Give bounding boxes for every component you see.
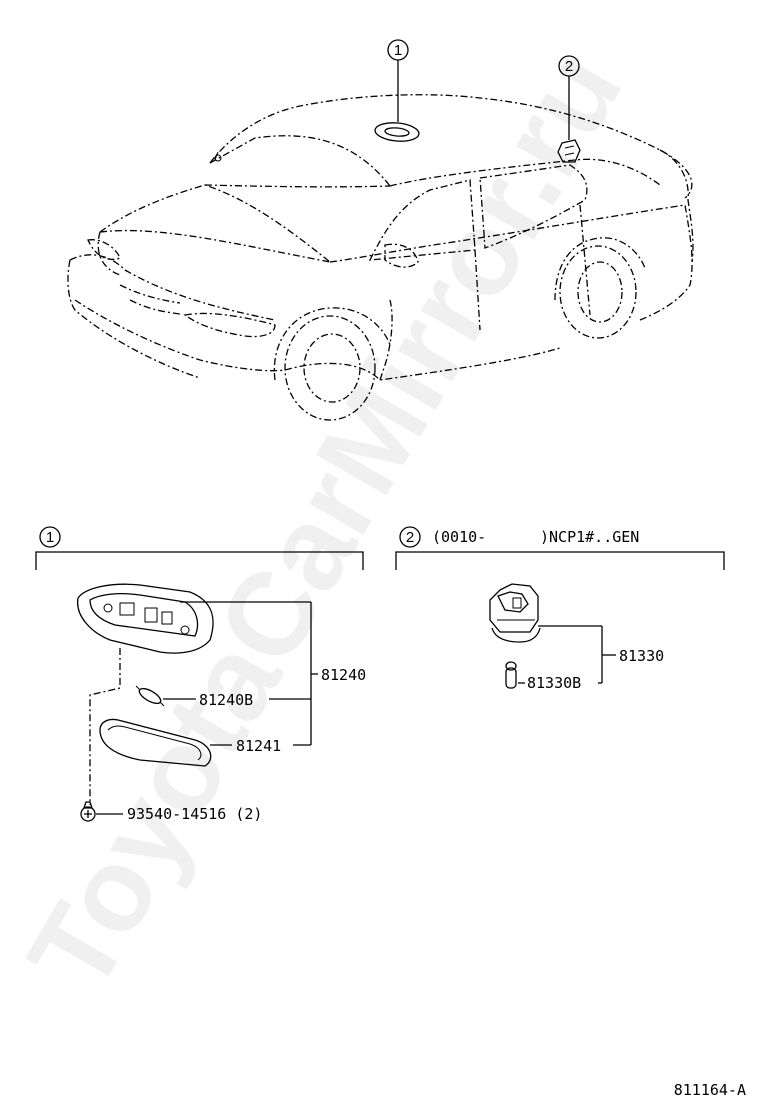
svg-text:1: 1 bbox=[46, 529, 54, 546]
leaders-section-2 bbox=[518, 625, 616, 684]
diagram-id: 811164-A bbox=[674, 1081, 746, 1099]
lens-81241 bbox=[99, 718, 212, 767]
label-81330: 81330 bbox=[619, 647, 664, 665]
section-2-condition-end: )NCP1#..GEN bbox=[540, 528, 639, 546]
lamp-housing-81240 bbox=[77, 583, 214, 654]
leaders-section-1 bbox=[96, 601, 318, 815]
label-93540-14516: 93540-14516 (2) bbox=[127, 805, 262, 823]
alignment-line bbox=[89, 648, 121, 805]
label-81241: 81241 bbox=[236, 737, 281, 755]
section-2-header: 2 (0010- )NCP1#..GEN bbox=[395, 526, 725, 570]
label-81330B: 81330B bbox=[527, 674, 581, 692]
label-81240: 81240 bbox=[321, 666, 366, 684]
callout-door-lamp: 2 bbox=[558, 55, 580, 140]
svg-text:2: 2 bbox=[565, 58, 573, 75]
section-2-condition-start: (0010- bbox=[432, 528, 486, 546]
svg-text:2: 2 bbox=[406, 529, 414, 546]
section-1-header: 1 bbox=[35, 526, 364, 570]
label-81240B: 81240B bbox=[199, 691, 253, 709]
lamp-socket-81330 bbox=[489, 583, 541, 643]
screw-93540 bbox=[80, 801, 96, 822]
bulb-81330B bbox=[505, 661, 517, 689]
bulb-81240B bbox=[135, 685, 165, 707]
watermark: ToyotaCarMirror.ru bbox=[3, 29, 647, 1013]
car-illustration bbox=[67, 94, 694, 421]
svg-text:1: 1 bbox=[394, 42, 402, 59]
callout-overhead-lamp: 1 bbox=[387, 39, 409, 122]
